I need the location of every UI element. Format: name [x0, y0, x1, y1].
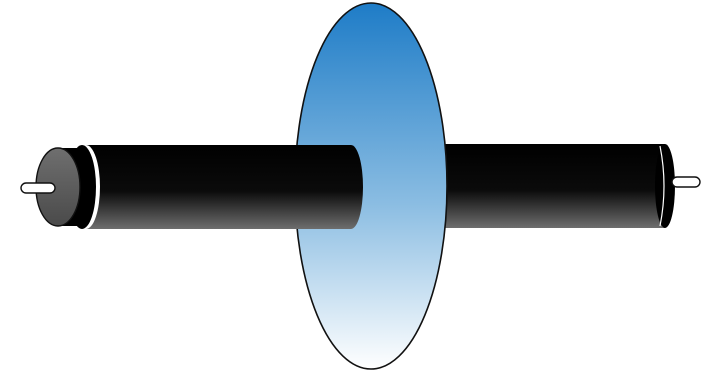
right-pin	[672, 177, 700, 187]
left-pin	[21, 183, 55, 193]
right-cylinder-rod	[440, 144, 675, 228]
left-cylinder-rod	[68, 145, 363, 229]
